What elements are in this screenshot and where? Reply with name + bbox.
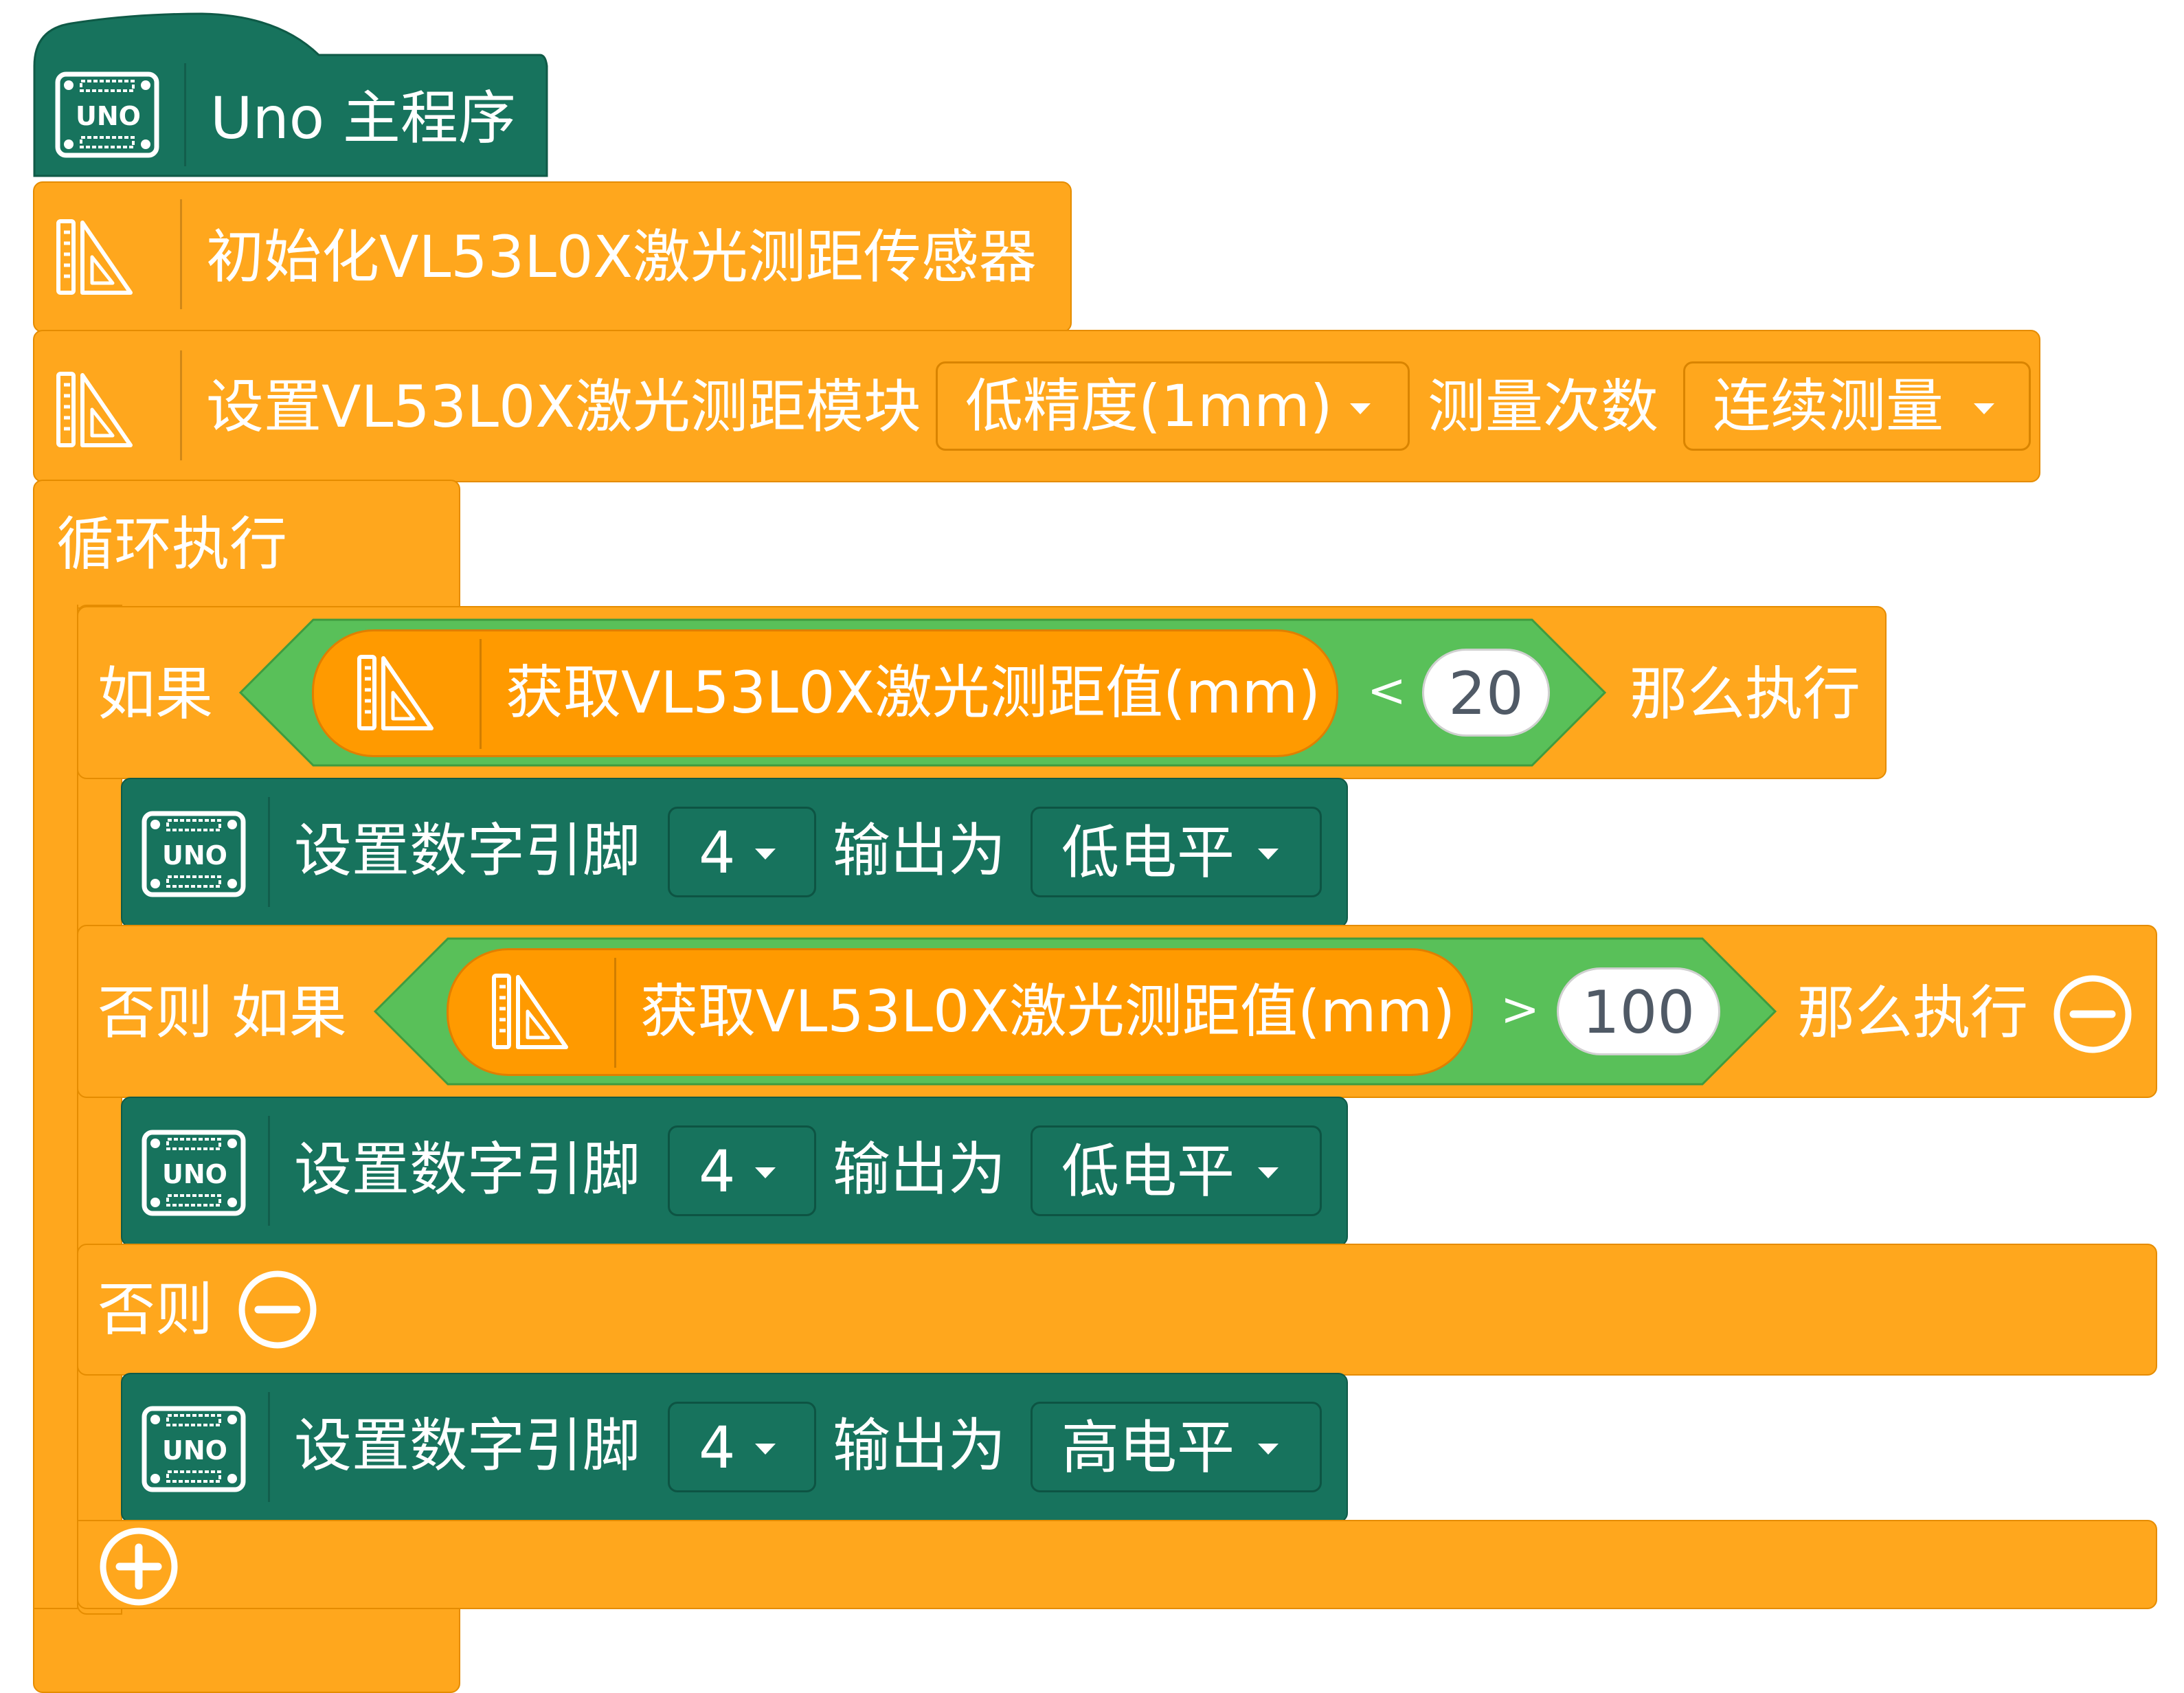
sensor-reading-label-2: 获取VL53L0X激光测距值(mm) — [640, 978, 1456, 1045]
chevron-down-icon — [1350, 403, 1371, 414]
hat-separator — [184, 63, 186, 166]
main-program-label: Uno 主程序 — [210, 85, 516, 152]
chevron-down-icon — [1258, 849, 1279, 860]
then-label-1: 那么执行 — [1630, 660, 1861, 728]
level-dropdown-1[interactable]: 低电平 — [1031, 807, 1322, 897]
uno-board-icon-text: UNO — [162, 840, 227, 871]
config-sensor-label: 设置VL53L0X激光测距模块 — [206, 373, 921, 440]
sensor-separator-1 — [480, 639, 482, 749]
sensor-reading-block-2[interactable] — [447, 948, 1473, 1076]
remove-else-minus-icon[interactable] — [236, 1268, 319, 1351]
compare-value-1: 20 — [1448, 660, 1524, 728]
then-label-2: 那么执行 — [1797, 979, 2029, 1046]
chevron-down-icon — [755, 849, 776, 860]
sensor-reading-block-1[interactable] — [312, 629, 1338, 757]
else-row[interactable] — [77, 1244, 2157, 1376]
loop-block-spine — [33, 605, 78, 1615]
else-if-label: 否则 如果 — [98, 979, 347, 1046]
pin-separator-3 — [268, 1392, 270, 1502]
init-separator — [180, 199, 182, 309]
output-label-2: 输出为 — [833, 1136, 1006, 1203]
chevron-down-icon — [755, 1444, 776, 1455]
digital-write-label-3: 设置数字引脚 — [294, 1412, 641, 1479]
pin-separator-2 — [268, 1116, 270, 1226]
ruler-triangle-icon — [492, 973, 569, 1050]
compare-operator-2: > — [1500, 983, 1540, 1037]
uno-board-icon-text: UNO — [162, 1435, 227, 1466]
if-label: 如果 — [98, 660, 214, 728]
pin-dropdown-value-3: 4 — [699, 1414, 736, 1481]
compare-value-2: 100 — [1581, 978, 1696, 1047]
init-sensor-label: 初始化VL53L0X激光测距传感器 — [206, 223, 1037, 291]
output-label-3: 输出为 — [833, 1412, 1006, 1479]
loop-block[interactable] — [33, 480, 460, 609]
compare-value-input-2[interactable]: 100 — [1557, 967, 1720, 1055]
level-dropdown-value-3: 高电平 — [1061, 1414, 1235, 1481]
compare-value-input-1[interactable]: 20 — [1422, 649, 1550, 737]
sensor-reading-label-1: 获取VL53L0X激光测距值(mm) — [506, 659, 1321, 726]
uno-board-icon-text: UNO — [162, 1159, 227, 1189]
level-dropdown-value-2: 低电平 — [1061, 1138, 1235, 1205]
pin-separator-1 — [268, 797, 270, 907]
chevron-down-icon — [755, 1167, 776, 1178]
pin-dropdown-value-1: 4 — [699, 819, 736, 886]
loop-label: 循环执行 — [56, 511, 288, 578]
ruler-triangle-icon — [56, 218, 133, 295]
measure-count-dropdown[interactable]: 连续测量 — [1683, 361, 2031, 451]
chevron-down-icon — [1258, 1444, 1279, 1455]
output-label-1: 输出为 — [833, 817, 1006, 884]
remove-branch-minus-icon[interactable] — [2051, 973, 2134, 1055]
sensor-separator-2 — [614, 958, 616, 1068]
else-label: 否则 — [98, 1276, 214, 1343]
pin-dropdown-value-2: 4 — [699, 1138, 736, 1205]
level-dropdown-2[interactable]: 低电平 — [1031, 1125, 1322, 1216]
pin-dropdown-1[interactable]: 4 — [668, 807, 816, 897]
config-separator — [180, 350, 182, 460]
main-program-hat-shape — [33, 12, 548, 177]
digital-write-label-1: 设置数字引脚 — [294, 817, 641, 884]
precision-dropdown-value: 低精度(1mm) — [965, 372, 1333, 440]
measure-count-label: 测量次数 — [1428, 373, 1659, 440]
chevron-down-icon — [1974, 403, 1994, 414]
uno-board-icon-text: UNO — [76, 101, 141, 131]
precision-dropdown[interactable]: 低精度(1mm) — [936, 361, 1410, 451]
ruler-triangle-icon — [357, 654, 434, 731]
measure-count-dropdown-value: 连续测量 — [1713, 372, 1944, 440]
digital-write-label-2: 设置数字引脚 — [294, 1136, 641, 1203]
ruler-triangle-icon — [56, 371, 133, 448]
if-block-footer — [77, 1520, 2157, 1609]
level-dropdown-value-1: 低电平 — [1061, 819, 1235, 886]
pin-dropdown-3[interactable]: 4 — [668, 1402, 816, 1492]
init-sensor-block[interactable] — [33, 181, 1072, 333]
pin-dropdown-2[interactable]: 4 — [668, 1125, 816, 1216]
loop-block-footer — [33, 1608, 460, 1693]
level-dropdown-3[interactable]: 高电平 — [1031, 1402, 1322, 1492]
chevron-down-icon — [1258, 1167, 1279, 1178]
compare-operator-1: < — [1367, 664, 1406, 718]
add-branch-plus-icon[interactable] — [98, 1525, 180, 1608]
